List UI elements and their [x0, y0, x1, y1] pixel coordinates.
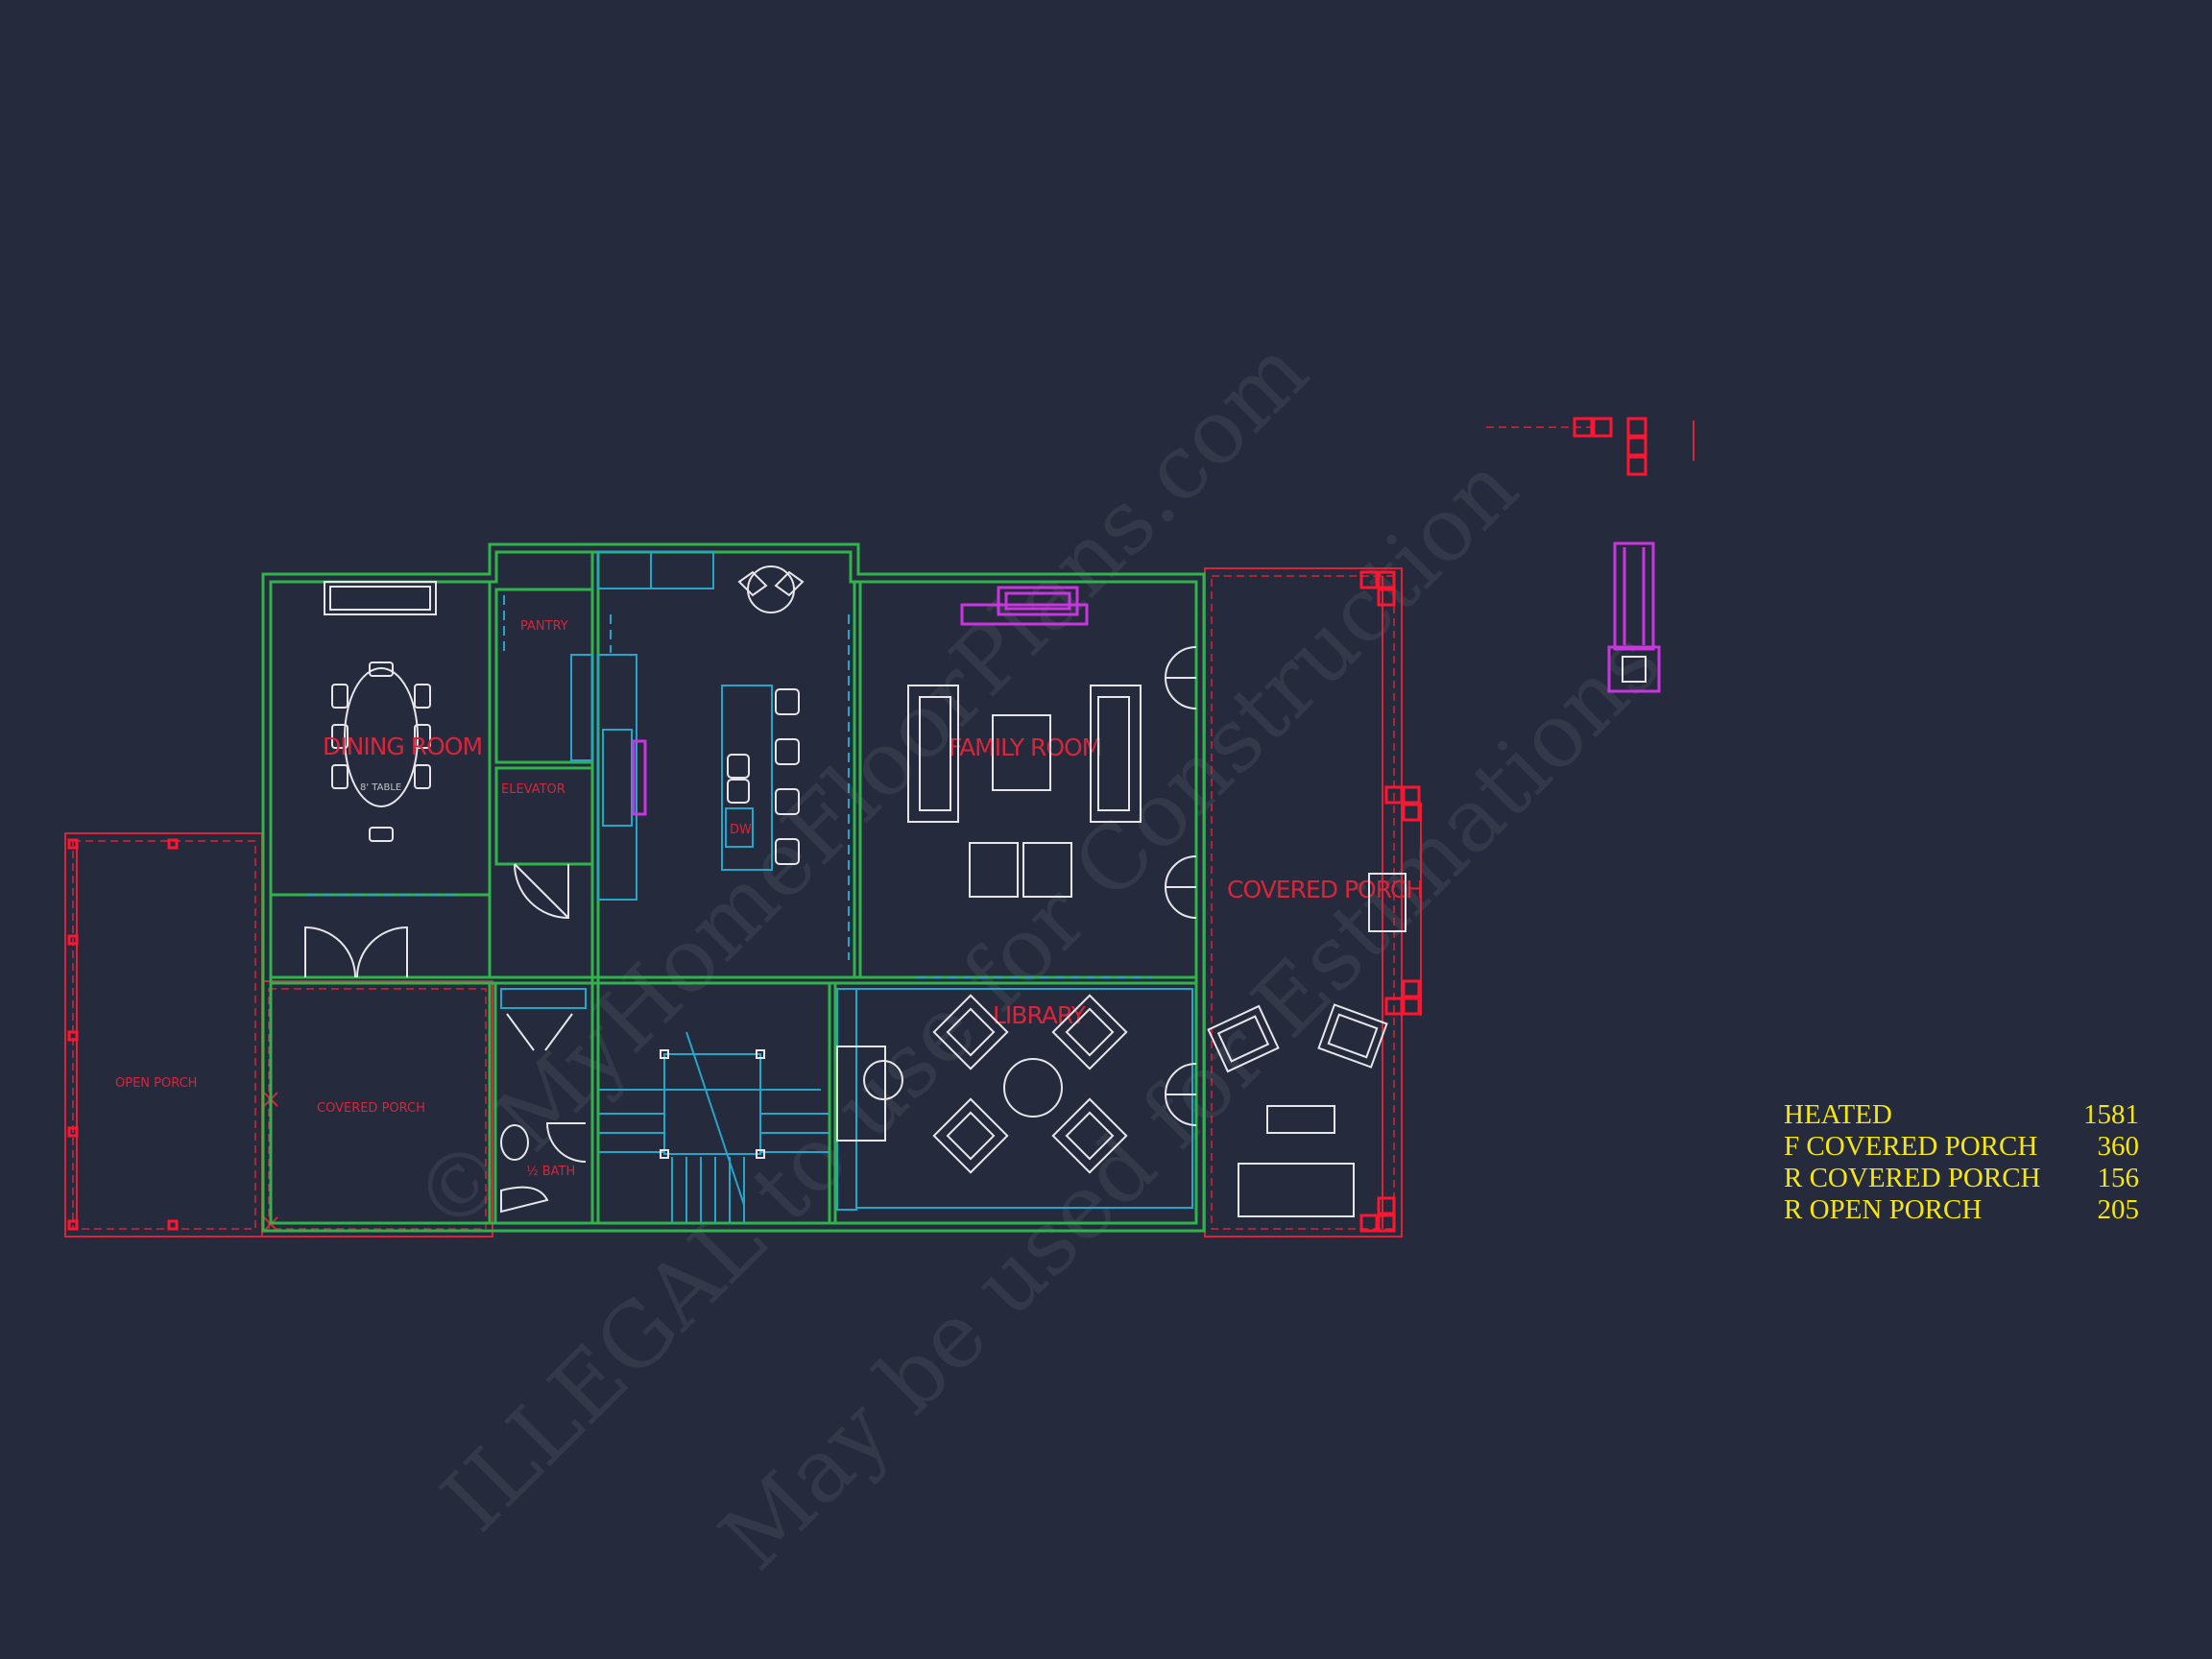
open-porch: OPEN PORCH	[64, 832, 263, 1238]
table-size-note: 8' TABLE	[360, 782, 401, 793]
watermark: © MyHomeFloorPlans.com ILLEGAL to use fo…	[394, 320, 1680, 1590]
dishwasher-label: DW	[730, 823, 752, 837]
elevator-label: ELEVATOR	[501, 782, 565, 797]
pantry-elevator: PANTRY ELEVATOR	[501, 595, 593, 920]
dining-room-label: DINING ROOM	[323, 733, 482, 760]
front-covered-porch-label: COVERED PORCH	[1227, 876, 1423, 903]
schedule-label-f-covered-porch: F COVERED PORCH	[1784, 1131, 2037, 1162]
schedule-value-heated: 1581	[2083, 1099, 2139, 1130]
library: LIBRARY	[836, 988, 1197, 1211]
stairs	[598, 1031, 830, 1223]
schedule-label-heated: HEATED	[1784, 1099, 1892, 1130]
rear-covered-porch-label: COVERED PORCH	[317, 1101, 425, 1116]
open-porch-label: OPEN PORCH	[115, 1076, 197, 1091]
front-covered-porch: COVERED PORCH	[1204, 567, 1424, 1238]
column-detail	[1486, 417, 1695, 693]
family-room: FAMILY ROOM	[907, 586, 1197, 978]
exterior-walls	[261, 542, 1206, 1233]
schedule-value-f-covered-porch: 360	[2098, 1131, 2140, 1162]
schedule-label-r-open-porch: R OPEN PORCH	[1784, 1194, 1982, 1225]
pantry-label: PANTRY	[520, 619, 568, 634]
schedule-value-r-open-porch: 205	[2098, 1194, 2140, 1225]
area-schedule: HEATED 1581 F COVERED PORCH 360 R COVERE…	[1784, 1099, 2139, 1225]
library-label: LIBRARY	[993, 1001, 1087, 1029]
schedule-label-r-covered-porch: R COVERED PORCH	[1784, 1163, 2041, 1193]
half-bath: ½ BATH	[500, 988, 587, 1214]
kitchen: DW	[597, 551, 850, 960]
schedule-value-r-covered-porch: 156	[2098, 1163, 2140, 1193]
dining-room: DINING ROOM 8' TABLE	[304, 581, 483, 978]
half-bath-label: ½ BATH	[526, 1165, 575, 1179]
family-room-label: FAMILY ROOM	[949, 733, 1101, 761]
